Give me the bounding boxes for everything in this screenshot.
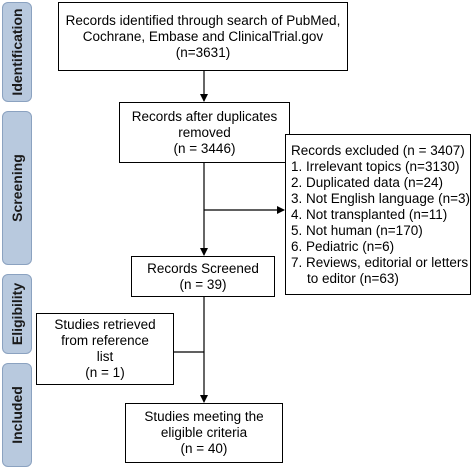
excluded-item-5: 5. Not human (n=170)	[291, 223, 423, 238]
included-line-3: (n = 40)	[180, 441, 228, 456]
included-line-2: eligible criteria	[160, 425, 248, 440]
excluded-item-7: 7. Reviews, editorial or letters	[291, 255, 469, 270]
duplicates-line-2: removed	[178, 124, 231, 140]
box-studies-included: Studies meeting the eligible criteria (n…	[125, 403, 283, 463]
duplicates-line-3: (n = 3446)	[173, 140, 236, 156]
excluded-item-3: 3. Not English language (n=3)	[291, 191, 470, 206]
included-line-1: Studies meeting the	[144, 409, 264, 424]
reference-line-2: from reference	[61, 333, 149, 348]
excluded-item-4: 4. Not transplanted (n=11)	[291, 207, 448, 222]
excluded-item-7-continued: to editor (n=63)	[307, 271, 399, 286]
excluded-title: Records excluded (n = 3407)	[291, 143, 465, 158]
screened-line-2: (n = 39)	[179, 276, 227, 292]
box-reference-list: Studies retrieved from reference list (n…	[36, 313, 174, 385]
stage-identification: Identification	[2, 2, 32, 102]
excluded-item-2: 2. Duplicated data (n=24)	[291, 175, 443, 190]
box-records-excluded: Records excluded (n = 3407) 1. Irrelevan…	[285, 134, 471, 295]
stage-eligibility: Eligibility	[2, 274, 32, 354]
identified-line-1: Records identified through search of Pub…	[65, 12, 341, 28]
excluded-item-1: 1. Irrelevant topics (n=3130)	[291, 159, 460, 174]
reference-line-3: list	[96, 349, 114, 364]
identified-line-2: Cochrane, Embase and ClinicalTrial.gov	[82, 28, 324, 44]
stage-screening: Screening	[2, 111, 32, 265]
excluded-item-6: 6. Pediatric (n=6)	[291, 239, 395, 254]
box-after-duplicates: Records after duplicates removed (n = 34…	[119, 102, 290, 163]
box-records-identified: Records identified through search of Pub…	[58, 2, 348, 71]
reference-line-4: (n = 1)	[85, 365, 125, 380]
identified-line-3: (n=3631)	[175, 44, 231, 60]
screened-line-1: Records Screened	[147, 260, 259, 276]
reference-line-1: Studies retrieved	[54, 317, 156, 332]
stage-included: Included	[2, 363, 32, 467]
duplicates-line-1: Records after duplicates	[131, 108, 278, 124]
box-records-screened: Records Screened (n = 39)	[131, 256, 275, 297]
